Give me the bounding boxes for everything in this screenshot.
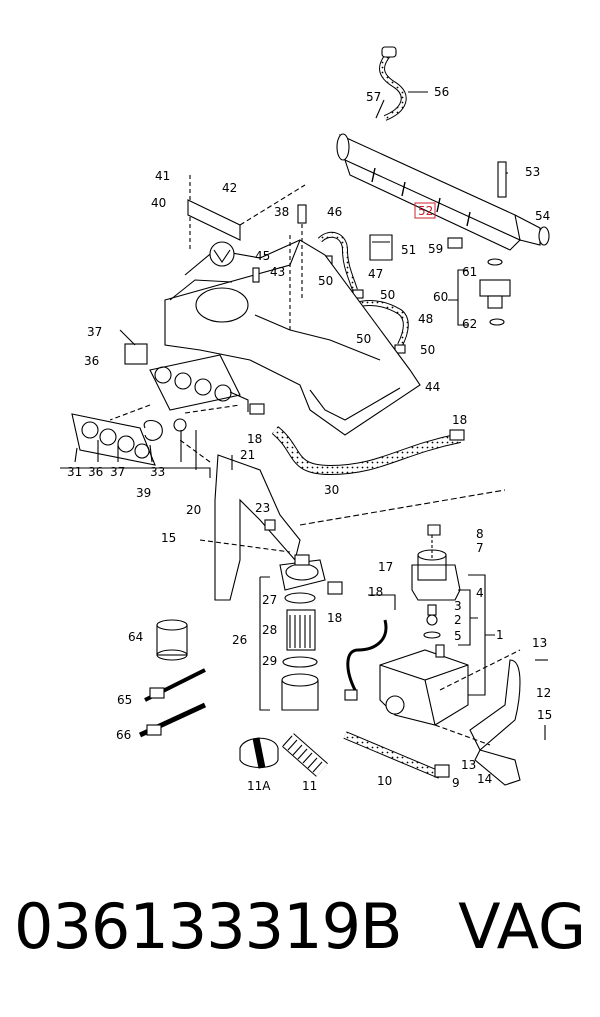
callout-7: 7: [476, 541, 484, 555]
callout-29: 29: [262, 654, 277, 668]
callout-2: 2: [454, 613, 462, 627]
callout-labels: 56 57 53 52 54 41 42 40 38 46 51 59 45 4…: [67, 85, 552, 793]
callout-13-a: 13: [532, 636, 547, 650]
engine-cover: [164, 239, 421, 436]
callout-15-a: 15: [161, 531, 176, 545]
callout-41: 41: [155, 169, 170, 183]
callout-50-d: 50: [420, 343, 435, 357]
callout-11: 11: [302, 779, 317, 793]
footer: 036133319B VAG: [0, 890, 600, 990]
part-11A: [239, 737, 279, 769]
callout-48: 48: [418, 312, 433, 326]
callout-60: 60: [433, 290, 448, 304]
callout-39: 39: [136, 486, 151, 500]
callout-45: 45: [255, 249, 270, 263]
callout-47: 47: [368, 267, 383, 281]
callout-15-b: 15: [537, 708, 552, 722]
callout-5: 5: [454, 629, 462, 643]
callout-62: 62: [462, 317, 477, 331]
callout-27: 27: [262, 593, 277, 607]
callout-20: 20: [186, 503, 201, 517]
callout-21: 21: [240, 448, 255, 462]
callout-64: 64: [128, 630, 143, 644]
callout-50-b: 50: [380, 288, 395, 302]
callout-23: 23: [255, 501, 270, 515]
callout-11A: 11A: [247, 779, 271, 793]
callout-31: 31: [67, 465, 82, 479]
callout-40: 40: [151, 196, 166, 210]
callout-8: 8: [476, 527, 484, 541]
callout-53: 53: [525, 165, 540, 179]
callout-37-b: 37: [110, 465, 125, 479]
callout-18-d: 18: [327, 611, 342, 625]
callout-56: 56: [434, 85, 449, 99]
callout-12: 12: [536, 686, 551, 700]
callout-18-c: 18: [368, 585, 383, 599]
callout-36: 36: [84, 354, 99, 368]
injector: [448, 258, 511, 326]
callout-46: 46: [327, 205, 342, 219]
fuel-rail: [336, 133, 550, 251]
intake-manifold: [149, 354, 249, 412]
callout-33: 33: [150, 465, 165, 479]
callout-9: 9: [452, 776, 460, 790]
clip-51: [369, 234, 393, 261]
callout-61: 61: [462, 265, 477, 279]
callout-37: 37: [87, 325, 102, 339]
callout-44: 44: [425, 380, 440, 394]
callout-18-a: 18: [452, 413, 467, 427]
callout-43: 43: [270, 265, 285, 279]
callout-17: 17: [378, 560, 393, 574]
callout-54: 54: [535, 209, 550, 223]
callout-26: 26: [232, 633, 247, 647]
callout-50-a: 50: [318, 274, 333, 288]
breather-hose-56: [379, 46, 407, 121]
callout-28: 28: [262, 623, 277, 637]
callout-3: 3: [454, 599, 462, 613]
bracket: [214, 454, 301, 601]
callout-4: 4: [476, 586, 484, 600]
callout-51: 51: [401, 243, 416, 257]
callout-10: 10: [377, 774, 392, 788]
brand-name: VAG: [458, 890, 586, 963]
callout-14: 14: [477, 772, 492, 786]
callout-57: 57: [366, 90, 381, 104]
part-number: 036133319B: [14, 890, 403, 963]
high-pressure-pump: [379, 549, 469, 726]
part-11-bellows: [282, 733, 328, 777]
callout-13-b: 13: [461, 758, 476, 772]
callout-50-c: 50: [356, 332, 371, 346]
callout-42: 42: [222, 181, 237, 195]
callout-36-b: 36: [88, 465, 103, 479]
callout-38: 38: [274, 205, 289, 219]
callout-30: 30: [324, 483, 339, 497]
callout-66: 66: [116, 728, 131, 742]
callout-1: 1: [496, 628, 504, 642]
part-64-sleeve: [156, 619, 188, 661]
callout-65: 65: [117, 693, 132, 707]
callout-18-b: 18: [247, 432, 262, 446]
callout-59: 59: [428, 242, 443, 256]
callout-52-highlighted: 52: [418, 204, 433, 218]
exploded-parts-diagram: 56 57 53 52 54 41 42 40 38 46 51 59 45 4…: [60, 46, 552, 793]
gasket-plate: [71, 413, 156, 466]
